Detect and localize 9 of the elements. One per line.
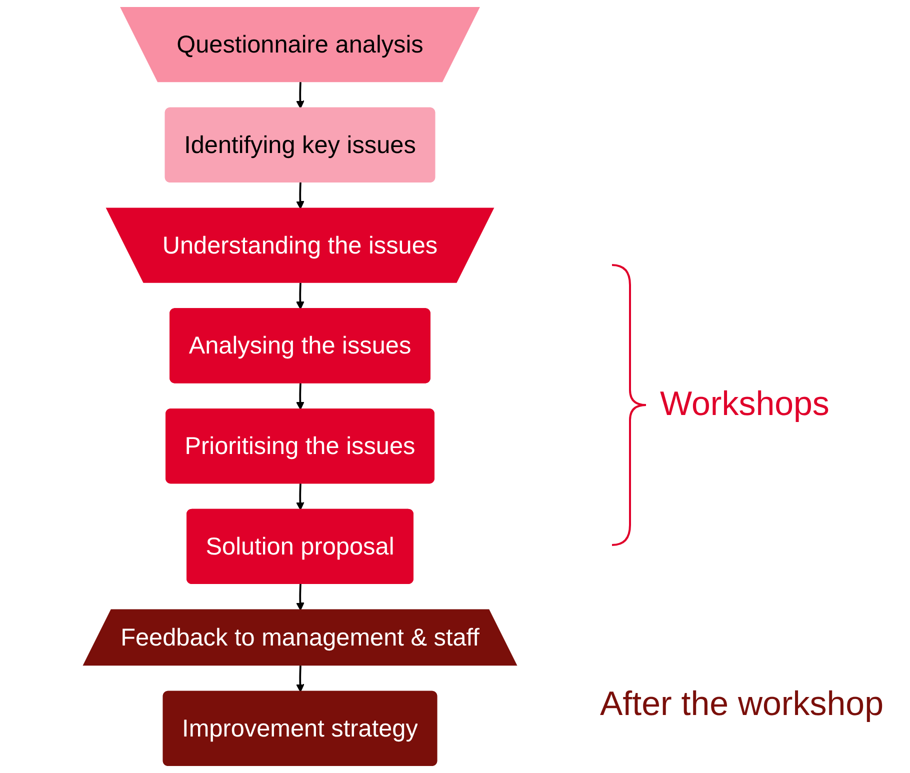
arrow (296, 584, 304, 611)
arrow (296, 383, 304, 410)
arrow (296, 484, 304, 510)
arrow (296, 82, 304, 109)
arrow (296, 282, 304, 310)
arrow (296, 666, 304, 692)
workshops-label: Workshops (660, 385, 830, 424)
arrow (296, 182, 304, 210)
phase-label: After the workshop (600, 685, 884, 724)
